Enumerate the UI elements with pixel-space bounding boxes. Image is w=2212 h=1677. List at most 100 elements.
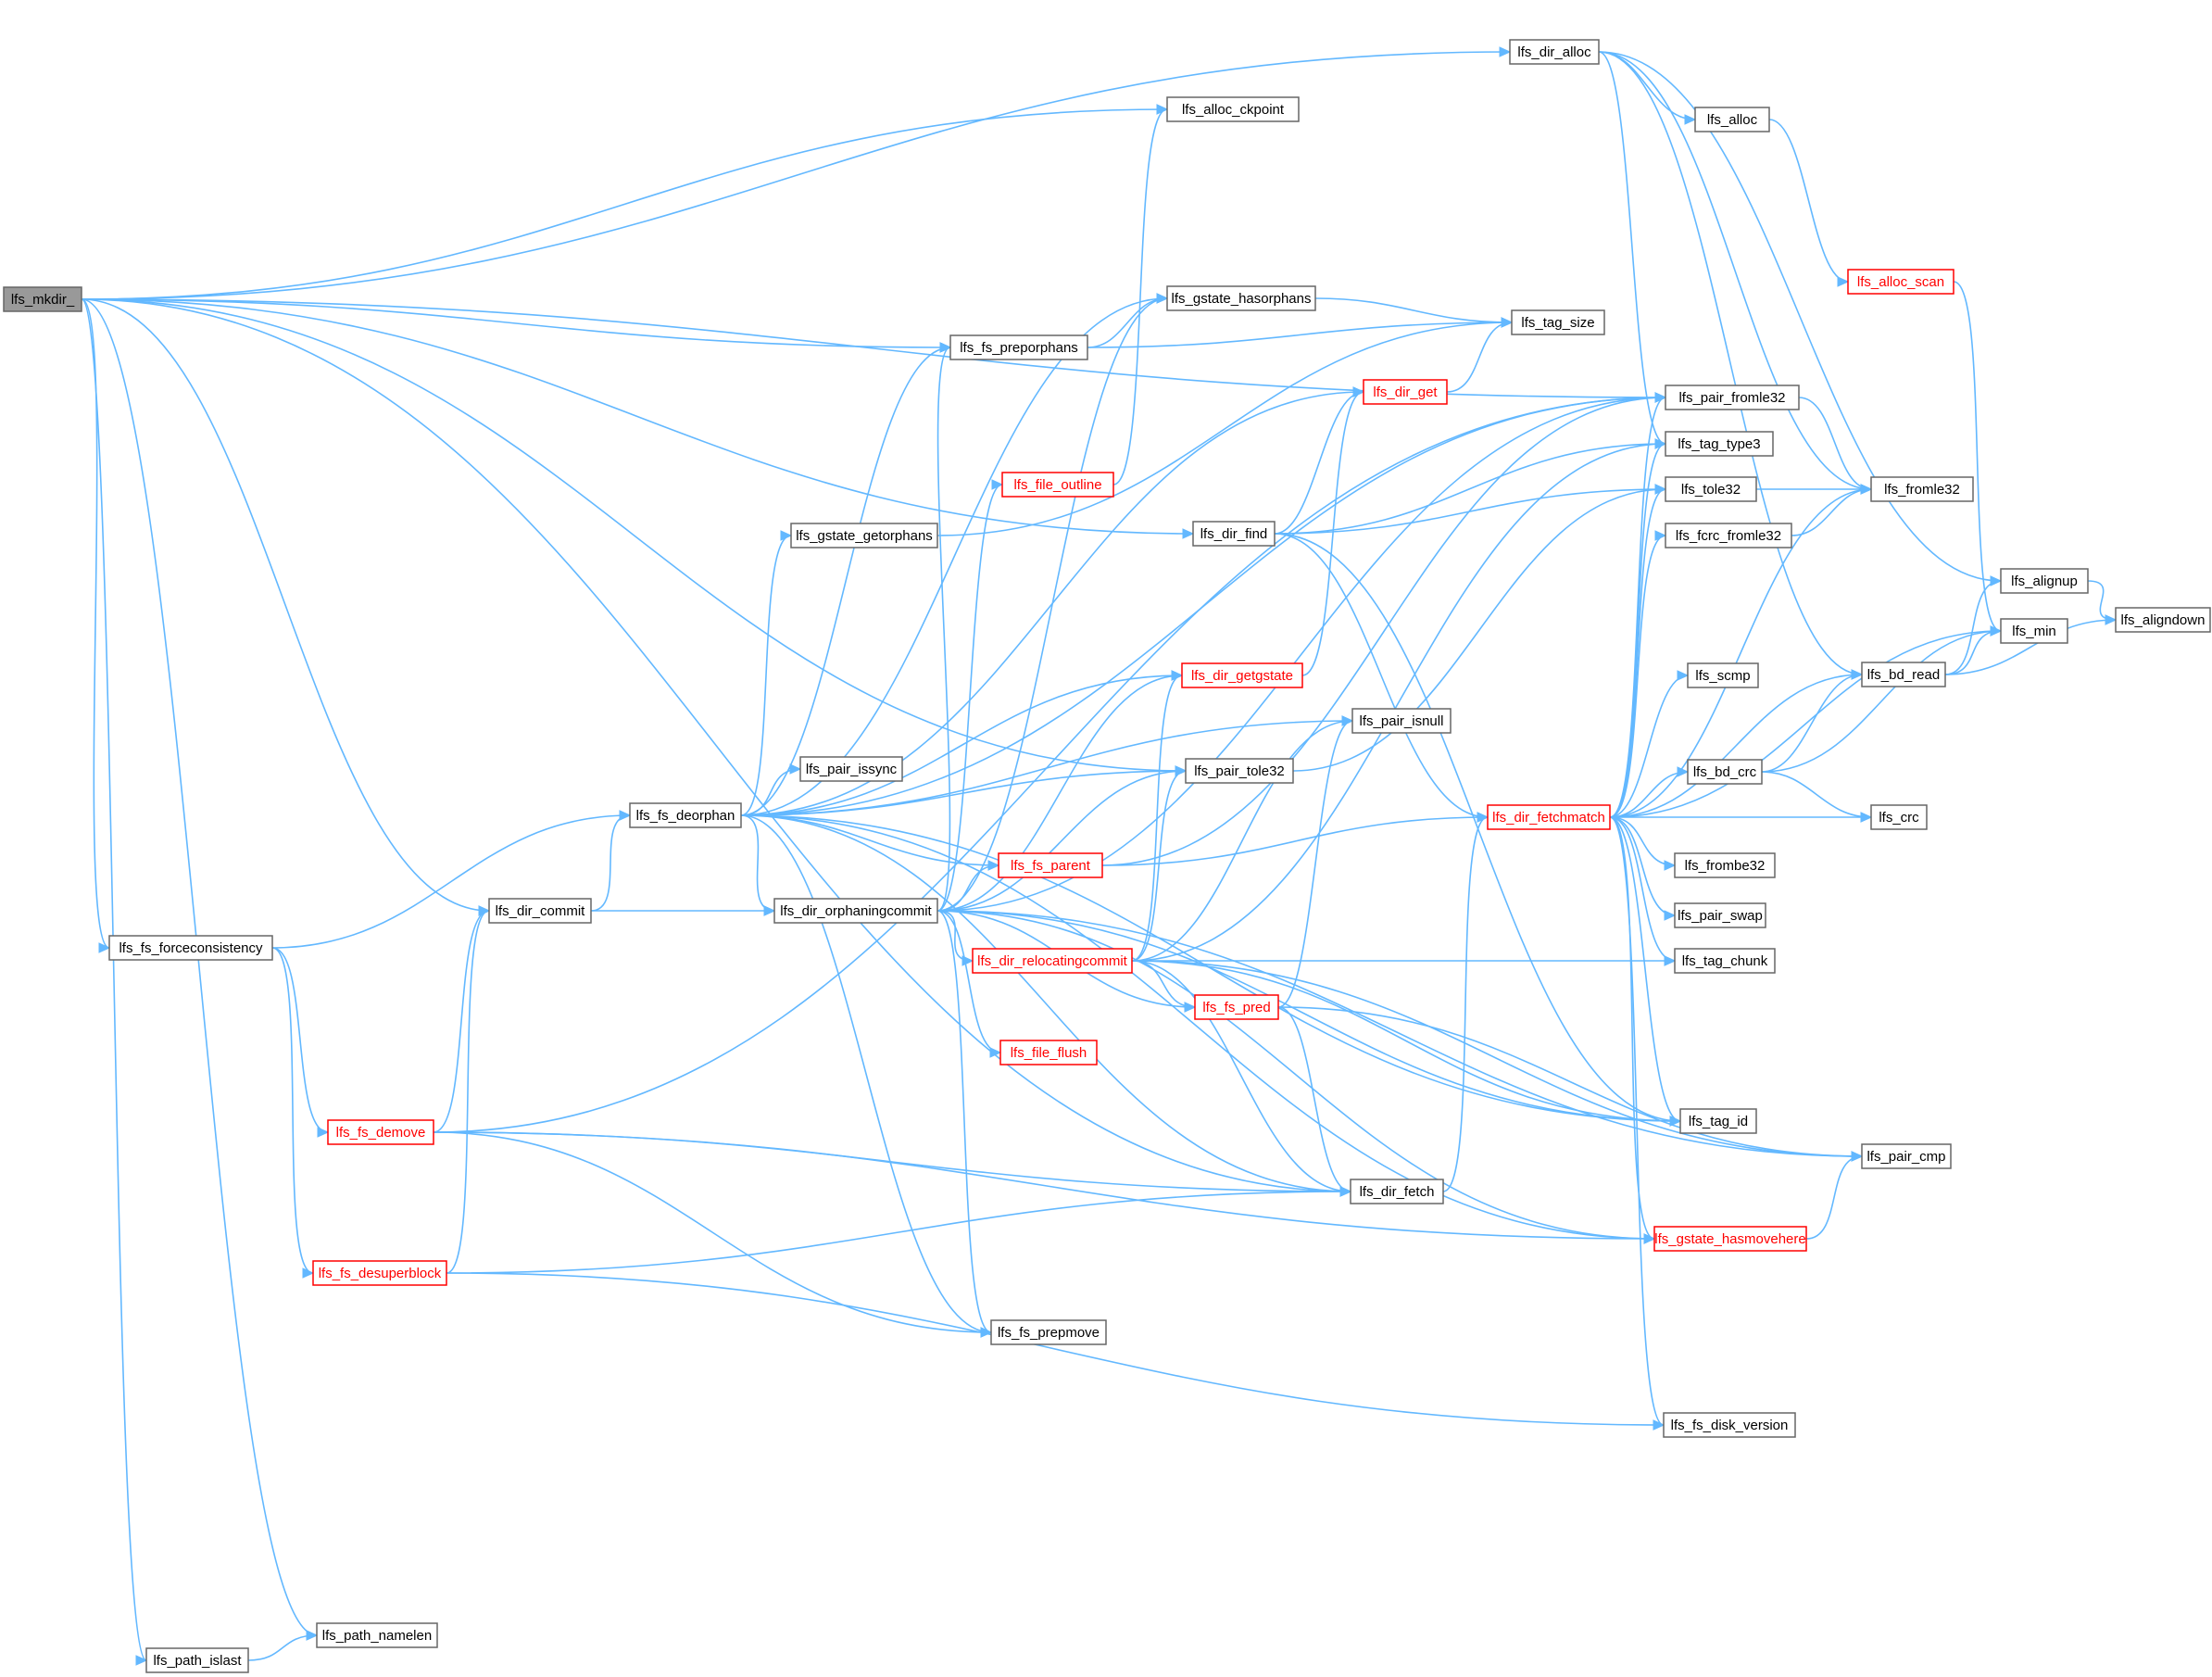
node-lfs_pair_tole32[interactable]: lfs_pair_tole32 <box>1185 758 1294 784</box>
node-lfs_fs_parent[interactable]: lfs_fs_parent <box>998 852 1103 878</box>
node-lfs_path_namelen[interactable]: lfs_path_namelen <box>316 1622 438 1648</box>
node-box-lfs_tag_type3[interactable] <box>1665 431 1774 457</box>
node-box-lfs_dir_orphaningcommit[interactable] <box>773 898 938 924</box>
node-lfs_fs_pred[interactable]: lfs_fs_pred <box>1194 994 1279 1020</box>
node-lfs_tole32[interactable]: lfs_tole32 <box>1665 476 1757 502</box>
node-box-lfs_fs_parent[interactable] <box>998 852 1103 878</box>
node-lfs_gstate_getorphans[interactable]: lfs_gstate_getorphans <box>790 523 938 548</box>
node-lfs_scmp[interactable]: lfs_scmp <box>1687 662 1759 688</box>
node-lfs_dir_fetchmatch[interactable]: lfs_dir_fetchmatch <box>1487 804 1611 830</box>
node-lfs_fcrc_fromle32[interactable]: lfs_fcrc_fromle32 <box>1665 523 1792 548</box>
node-box-lfs_fromble32[interactable] <box>1674 852 1776 878</box>
node-box-lfs_alloc_scan[interactable] <box>1847 269 1954 295</box>
node-box-lfs_file_flush[interactable] <box>999 1040 1098 1065</box>
node-box-lfs_aligndown[interactable] <box>2115 607 2211 633</box>
node-box-lfs_dir_get[interactable] <box>1363 379 1448 405</box>
node-lfs_fs_disk_version[interactable]: lfs_fs_disk_version <box>1663 1412 1796 1438</box>
node-box-lfs_dir_relocatingcommit[interactable] <box>972 948 1133 974</box>
node-box-lfs_pair_tole32[interactable] <box>1185 758 1294 784</box>
node-lfs_fromble32[interactable]: lfs_frombe32 <box>1674 852 1776 878</box>
node-box-lfs_bd_crc[interactable] <box>1687 759 1763 785</box>
node-box-lfs_crc[interactable] <box>1870 804 1928 830</box>
node-box-lfs_fs_deorphan[interactable] <box>629 802 742 828</box>
node-lfs_fs_forceconsistency[interactable]: lfs_fs_forceconsistency <box>108 935 273 961</box>
node-lfs_dir_alloc[interactable]: lfs_dir_alloc <box>1509 39 1600 65</box>
node-box-lfs_fs_disk_version[interactable] <box>1663 1412 1796 1438</box>
node-box-lfs_path_namelen[interactable] <box>316 1622 438 1648</box>
node-box-lfs_fs_pred[interactable] <box>1194 994 1279 1020</box>
node-lfs_fs_desuperblock[interactable]: lfs_fs_desuperblock <box>312 1260 447 1286</box>
node-box-lfs_tag_size[interactable] <box>1511 309 1605 335</box>
node-lfs_dir_get[interactable]: lfs_dir_get <box>1363 379 1448 405</box>
node-box-lfs_pair_swap[interactable] <box>1674 902 1766 928</box>
node-lfs_dir_orphaningcommit[interactable]: lfs_dir_orphaningcommit <box>773 898 938 924</box>
node-box-lfs_min[interactable] <box>2000 618 2068 644</box>
node-lfs_bd_read[interactable]: lfs_bd_read <box>1861 662 1946 687</box>
node-box-lfs_dir_getgstate[interactable] <box>1181 662 1303 688</box>
node-box-lfs_dir_fetchmatch[interactable] <box>1487 804 1611 830</box>
node-box-lfs_path_islast[interactable] <box>145 1647 249 1673</box>
node-box-lfs_pair_issync[interactable] <box>799 756 903 782</box>
node-lfs_pair_issync[interactable]: lfs_pair_issync <box>799 756 903 782</box>
node-lfs_file_flush[interactable]: lfs_file_flush <box>999 1040 1098 1065</box>
node-box-lfs_gstate_getorphans[interactable] <box>790 523 938 548</box>
node-box-lfs_fs_desuperblock[interactable] <box>312 1260 447 1286</box>
node-lfs_mkdir_[interactable]: lfs_mkdir_ <box>3 286 82 312</box>
node-box-lfs_fs_forceconsistency[interactable] <box>108 935 273 961</box>
node-lfs_crc[interactable]: lfs_crc <box>1870 804 1928 830</box>
node-box-lfs_file_outline[interactable] <box>1001 472 1114 498</box>
node-box-lfs_alignup[interactable] <box>2000 568 2089 594</box>
node-lfs_file_outline[interactable]: lfs_file_outline <box>1001 472 1114 498</box>
node-box-lfs_dir_find[interactable] <box>1192 521 1276 547</box>
node-box-lfs_gstate_hasmovehere[interactable] <box>1653 1226 1807 1252</box>
node-lfs_aligndown[interactable]: lfs_aligndown <box>2115 607 2211 633</box>
node-box-lfs_tag_chunk[interactable] <box>1674 948 1776 974</box>
node-lfs_gstate_hasorphans[interactable]: lfs_gstate_hasorphans <box>1166 285 1316 311</box>
node-lfs_pair_swap[interactable]: lfs_pair_swap <box>1674 902 1766 928</box>
node-box-lfs_bd_read[interactable] <box>1861 662 1946 687</box>
node-lfs_fs_preporphans[interactable]: lfs_fs_preporphans <box>949 334 1088 360</box>
node-box-lfs_tole32[interactable] <box>1665 476 1757 502</box>
node-box-lfs_pair_fromle32[interactable] <box>1665 385 1800 410</box>
node-lfs_alloc_ckpoint[interactable]: lfs_alloc_ckpoint <box>1166 96 1300 122</box>
node-lfs_fromle32[interactable]: lfs_fromle32 <box>1870 476 1974 502</box>
node-lfs_tag_chunk[interactable]: lfs_tag_chunk <box>1674 948 1776 974</box>
node-box-lfs_dir_fetch[interactable] <box>1350 1179 1444 1204</box>
node-box-lfs_fcrc_fromle32[interactable] <box>1665 523 1792 548</box>
node-box-lfs_scmp[interactable] <box>1687 662 1759 688</box>
node-lfs_dir_fetch[interactable]: lfs_dir_fetch <box>1350 1179 1444 1204</box>
node-lfs_tag_type3[interactable]: lfs_tag_type3 <box>1665 431 1774 457</box>
node-lfs_fs_demove[interactable]: lfs_fs_demove <box>327 1119 434 1145</box>
node-box-lfs_mkdir_[interactable] <box>3 286 82 312</box>
node-lfs_alignup[interactable]: lfs_alignup <box>2000 568 2089 594</box>
node-lfs_gstate_hasmovehere[interactable]: lfs_gstate_hasmovehere <box>1653 1226 1807 1252</box>
node-box-lfs_pair_cmp[interactable] <box>1861 1143 1952 1169</box>
node-box-lfs_pair_isnull[interactable] <box>1351 708 1452 734</box>
node-lfs_alloc[interactable]: lfs_alloc <box>1694 107 1770 132</box>
node-lfs_pair_fromle32[interactable]: lfs_pair_fromle32 <box>1665 385 1800 410</box>
node-lfs_pair_cmp[interactable]: lfs_pair_cmp <box>1861 1143 1952 1169</box>
node-box-lfs_dir_alloc[interactable] <box>1509 39 1600 65</box>
node-lfs_dir_find[interactable]: lfs_dir_find <box>1192 521 1276 547</box>
node-lfs_bd_crc[interactable]: lfs_bd_crc <box>1687 759 1763 785</box>
node-box-lfs_dir_commit[interactable] <box>488 898 592 924</box>
node-lfs_dir_getgstate[interactable]: lfs_dir_getgstate <box>1181 662 1303 688</box>
node-box-lfs_fs_preporphans[interactable] <box>949 334 1088 360</box>
node-lfs_fs_prepmove[interactable]: lfs_fs_prepmove <box>990 1319 1107 1345</box>
node-box-lfs_alloc[interactable] <box>1694 107 1770 132</box>
node-box-lfs_gstate_hasorphans[interactable] <box>1166 285 1316 311</box>
node-lfs_tag_size[interactable]: lfs_tag_size <box>1511 309 1605 335</box>
node-box-lfs_alloc_ckpoint[interactable] <box>1166 96 1300 122</box>
node-box-lfs_tag_id[interactable] <box>1679 1108 1757 1134</box>
node-lfs_dir_commit[interactable]: lfs_dir_commit <box>488 898 592 924</box>
node-lfs_pair_isnull[interactable]: lfs_pair_isnull <box>1351 708 1452 734</box>
node-box-lfs_fromle32[interactable] <box>1870 476 1974 502</box>
node-box-lfs_fs_prepmove[interactable] <box>990 1319 1107 1345</box>
node-lfs_tag_id[interactable]: lfs_tag_id <box>1679 1108 1757 1134</box>
node-lfs_path_islast[interactable]: lfs_path_islast <box>145 1647 249 1673</box>
node-lfs_min[interactable]: lfs_min <box>2000 618 2068 644</box>
node-lfs_alloc_scan[interactable]: lfs_alloc_scan <box>1847 269 1954 295</box>
node-lfs_fs_deorphan[interactable]: lfs_fs_deorphan <box>629 802 742 828</box>
node-box-lfs_fs_demove[interactable] <box>327 1119 434 1145</box>
node-lfs_dir_relocatingcommit[interactable]: lfs_dir_relocatingcommit <box>972 948 1133 974</box>
